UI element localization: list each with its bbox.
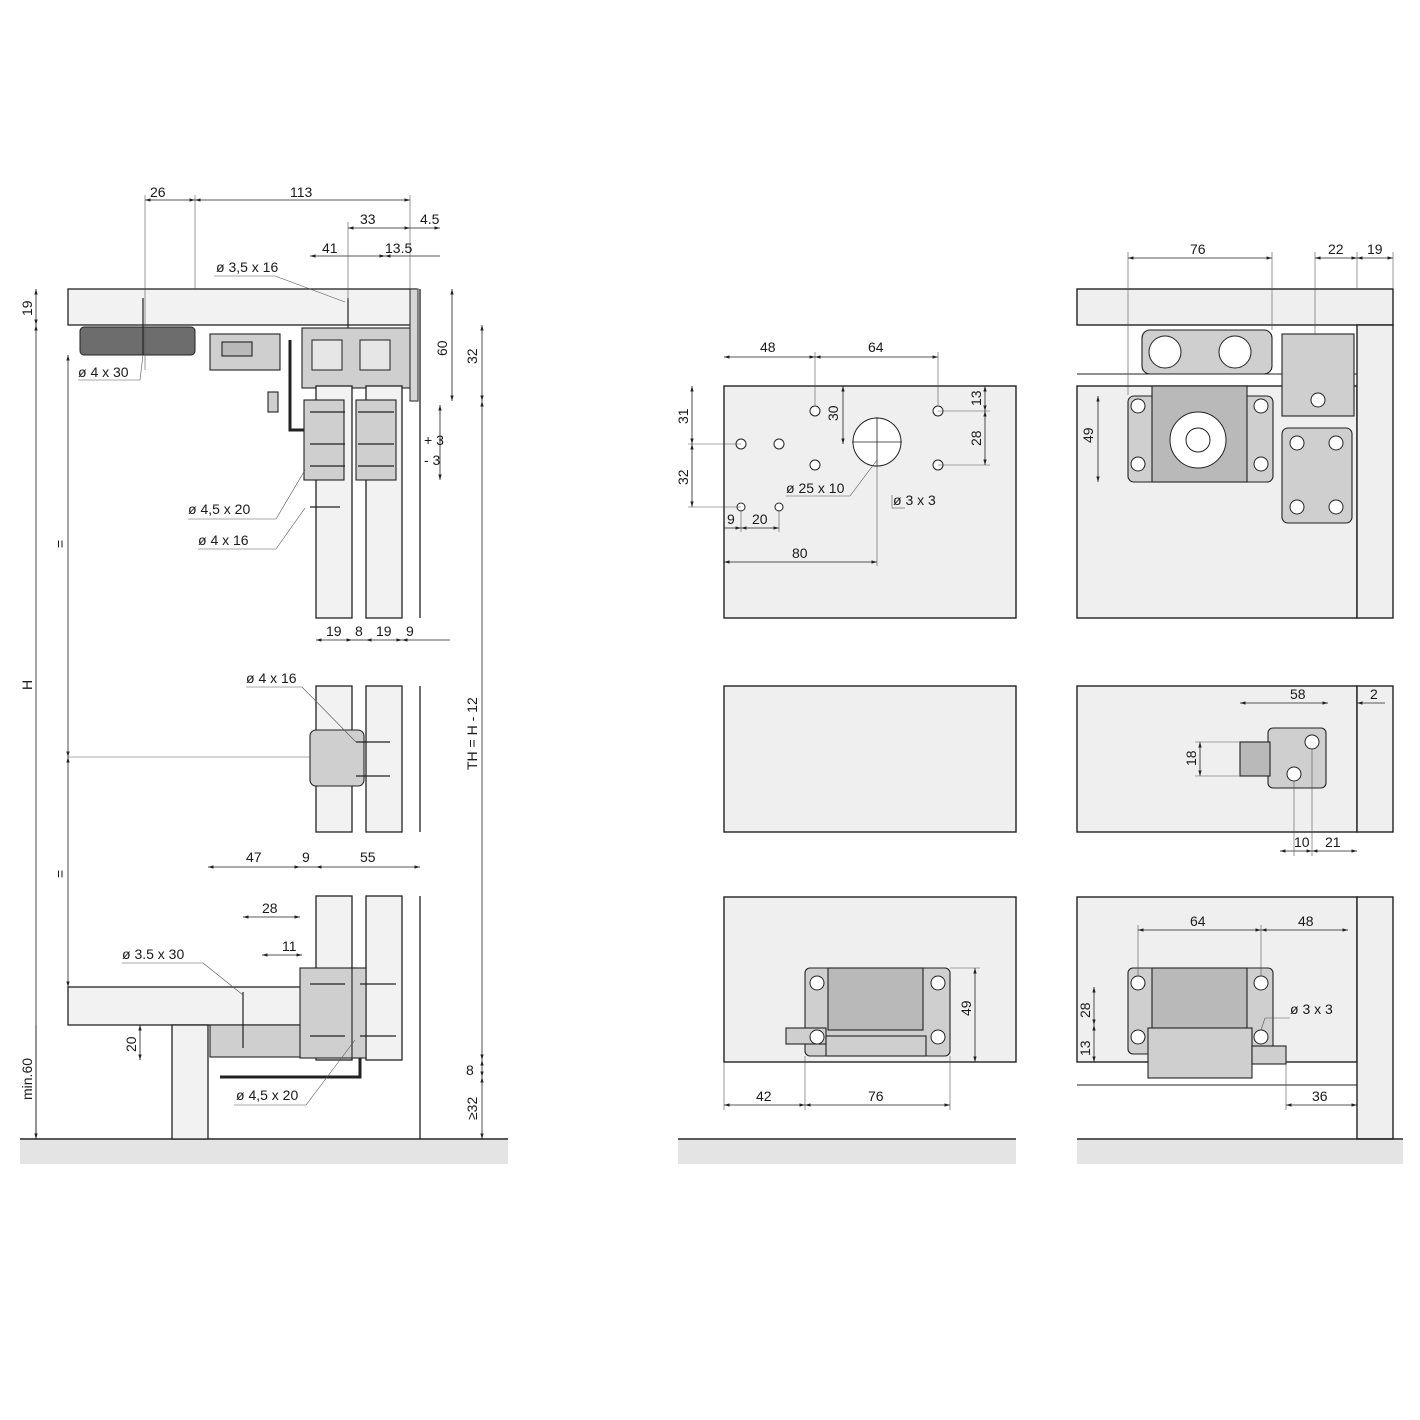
front-label-3x3: ø 3 x 3 — [1290, 1001, 1333, 1017]
front-dim-76: 76 — [1190, 241, 1206, 257]
front-dim-36: 36 — [1312, 1088, 1328, 1104]
dim-11: 11 — [282, 938, 297, 954]
screw-label-4-5x20-top: ø 4,5 x 20 — [188, 501, 250, 517]
dim-panel-19a: 19 — [326, 623, 342, 639]
dim-33: 33 — [360, 211, 376, 227]
screw-label-4x30: ø 4 x 30 — [78, 364, 129, 380]
dim-panel-8: 8 — [355, 623, 363, 639]
front-dim-64: 64 — [1190, 913, 1206, 929]
screw-label-4x16-top: ø 4 x 16 — [198, 532, 249, 548]
drill-dim-13: 13 — [968, 390, 984, 406]
front-dim-49: 49 — [1080, 427, 1096, 443]
drill-dimensions — [688, 352, 990, 1110]
bottom-board — [67, 986, 309, 1026]
front-view: 76 22 19 49 58 2 18 10 21 64 48 ø 3 x 3 … — [1076, 241, 1403, 1164]
front-dimensions — [1092, 252, 1394, 1110]
drill-dim-76: 76 — [868, 1088, 884, 1104]
front-dim-22: 22 — [1328, 241, 1344, 257]
front-dim-21: 21 — [1325, 834, 1341, 850]
plinth — [171, 1024, 209, 1140]
front-side-mid — [1356, 685, 1394, 833]
dim-9: 9 — [302, 849, 310, 865]
front-side-bottom — [1356, 896, 1394, 1140]
dim-panel-19b: 19 — [376, 623, 392, 639]
screw-label-3-5x30: ø 3.5 x 30 — [122, 946, 184, 962]
drilling-view: 48 64 31 30 13 28 32 ø 25 x 10 ø 3 x 3 9… — [675, 339, 1017, 1164]
drill-label-3x3: ø 3 x 3 — [893, 492, 936, 508]
screws-lower — [242, 983, 396, 1048]
drill-label-25x10: ø 25 x 10 — [786, 480, 845, 496]
drill-dim-80: 80 — [792, 545, 808, 561]
front-dim-58: 58 — [1290, 686, 1306, 702]
dim-20: 20 — [123, 1036, 139, 1052]
drill-dim-9: 9 — [727, 511, 735, 527]
screw-label-4-5x20-bottom: ø 4,5 x 20 — [236, 1087, 298, 1103]
dim-55: 55 — [360, 849, 376, 865]
drill-dim-32: 32 — [675, 469, 691, 485]
drill-panel-mid — [723, 685, 1017, 833]
dim-H: H — [19, 680, 35, 690]
dim-28: 28 — [262, 900, 278, 916]
dim-8: 8 — [466, 1062, 474, 1078]
drill-dim-30: 30 — [825, 405, 841, 421]
stopper-front — [1251, 1045, 1287, 1065]
front-dim-13: 13 — [1077, 1040, 1093, 1056]
front-dim-18: 18 — [1183, 750, 1199, 766]
activator-plate — [1281, 427, 1353, 524]
dim-4-5: 4.5 — [420, 211, 440, 227]
floor — [20, 1140, 508, 1164]
dim-equal-2: = — [52, 870, 68, 878]
dim-113: 113 — [290, 184, 313, 200]
front-dim-28: 28 — [1077, 1002, 1093, 1018]
front-dim-2: 2 — [1370, 686, 1378, 702]
door-guide — [309, 729, 365, 787]
screw-label-3-5x16: ø 3,5 x 16 — [216, 259, 278, 275]
door-panel-2-low — [365, 895, 403, 1061]
dim-47: 47 — [246, 849, 262, 865]
drill-dim-49: 49 — [958, 1000, 974, 1016]
door-panel-2-mid — [365, 685, 403, 833]
dim-equal-1: = — [52, 540, 68, 548]
drill-dim-20: 20 — [752, 511, 768, 527]
side-section-view: 26 113 33 4.5 41 13.5 19 H = = min.60 60… — [19, 184, 508, 1164]
dim-min60: min.60 — [19, 1058, 35, 1100]
front-dim-10: 10 — [1294, 834, 1310, 850]
drill-dim-64: 64 — [868, 339, 884, 355]
dim-60: 60 — [434, 340, 450, 356]
screw-label-4x16-mid: ø 4 x 16 — [246, 670, 297, 686]
dim-TH: TH = H - 12 — [464, 697, 480, 770]
drill-dim-31: 31 — [675, 408, 691, 424]
dim-26: 26 — [150, 184, 166, 200]
screws-upper — [142, 298, 394, 508]
dim-plus-3: + 3 — [424, 432, 444, 448]
drill-dim-48: 48 — [760, 339, 776, 355]
damper-unit — [79, 326, 196, 356]
drill-dim-42: 42 — [756, 1088, 772, 1104]
front-dim-19: 19 — [1367, 241, 1383, 257]
dim-41: 41 — [322, 240, 338, 256]
front-top-board — [1076, 288, 1394, 326]
drill-dim-28: 28 — [968, 430, 984, 446]
dim-ge32: ≥32 — [464, 1097, 480, 1120]
dim-32: 32 — [464, 348, 480, 364]
front-dim-48: 48 — [1298, 913, 1314, 929]
side-dimensions — [34, 195, 484, 1139]
top-board — [67, 288, 417, 326]
front-side-top — [1356, 324, 1394, 619]
dim-minus-3: - 3 — [424, 452, 441, 468]
dim-19: 19 — [19, 300, 35, 316]
dim-panel-9: 9 — [406, 623, 414, 639]
drill-holes — [735, 405, 944, 512]
dim-13-5: 13.5 — [385, 240, 412, 256]
